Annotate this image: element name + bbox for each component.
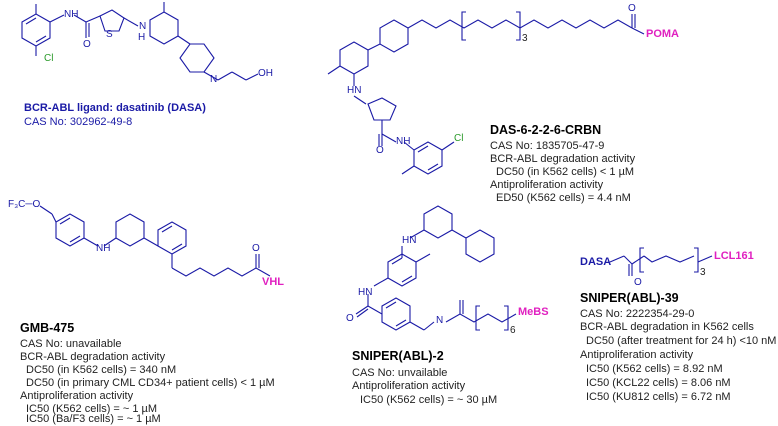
das6-structure bbox=[327, 11, 645, 175]
gmb-atom-o-top: O bbox=[252, 243, 260, 254]
gmb-ligand: VHL bbox=[262, 276, 284, 288]
das6-atom-o: O bbox=[628, 3, 636, 14]
das6-line-2: Antiproliferation activity bbox=[490, 179, 604, 191]
atom-n-pip: N bbox=[210, 74, 218, 85]
sn39-title: SNIPER(ABL)-39 bbox=[580, 291, 679, 305]
sn39-line-3: IC50 (K562 cells) = 8.92 nM bbox=[586, 363, 723, 375]
atom-nh: NH bbox=[64, 9, 79, 20]
sn39-line-2: Antiproliferation activity bbox=[580, 349, 694, 361]
sniper2-structure bbox=[355, 205, 517, 331]
atom-n: N bbox=[139, 21, 147, 32]
sn39-repeat: 3 bbox=[700, 267, 706, 278]
sn2-line-1: IC50 (K562 cells) = ~ 30 µM bbox=[360, 394, 498, 406]
das6-title: DAS-6-2-2-6-CRBN bbox=[490, 123, 602, 137]
gmb-title: GMB-475 bbox=[20, 321, 75, 335]
sn39-cas: CAS No: 2222354-29-0 bbox=[580, 308, 695, 320]
sniper39-structure bbox=[609, 247, 713, 276]
das6-cas: CAS No: 1835705-47-9 bbox=[490, 140, 605, 152]
das6-atom-nh: NH bbox=[396, 136, 411, 147]
gmb-line-3: Antiproliferation activity bbox=[20, 390, 134, 402]
atom-oh: OH bbox=[258, 68, 273, 79]
sn39-line-5: IC50 (KU812 cells) = 6.72 nM bbox=[586, 391, 731, 403]
atom-h: H bbox=[138, 32, 146, 43]
sn2-atom-n: N bbox=[436, 315, 444, 326]
sn2-ligand: MeBS bbox=[518, 306, 549, 318]
gmb-atom-f3c: F₃C─O bbox=[8, 199, 41, 210]
das6-line-1: DC50 (in K562 cells) < 1 µM bbox=[496, 166, 635, 178]
sn2-cas: CAS No: unvailable bbox=[352, 367, 448, 379]
dasa-cas: CAS No: 302962-49-8 bbox=[24, 116, 133, 128]
das6-ligand: POMA bbox=[646, 28, 679, 40]
das6-line-0: BCR-ABL degradation activity bbox=[490, 153, 636, 165]
gmb-line-2: DC50 (in primary CML CD34+ patient cells… bbox=[26, 377, 275, 389]
das6-repeat: 3 bbox=[522, 33, 528, 44]
das6-atom-hn: HN bbox=[347, 85, 362, 96]
gmb-line-4: IC50 (K562 cells) = ~ 1 µM bbox=[26, 403, 158, 415]
atom-cl: Cl bbox=[44, 53, 54, 64]
sn2-title: SNIPER(ABL)-2 bbox=[352, 349, 444, 363]
sn39-ligand: LCL161 bbox=[714, 250, 754, 262]
sn39-atom-o: O bbox=[634, 277, 642, 288]
sn2-atom-hn2: HN bbox=[358, 287, 373, 298]
gmb-line-1: DC50 (in K562 cells) = 340 nM bbox=[26, 364, 177, 376]
gmb-cas: CAS No: unavailable bbox=[20, 338, 122, 350]
gmb-line-0: BCR-ABL degradation activity bbox=[20, 351, 166, 363]
gmb-atom-nh: NH bbox=[96, 243, 111, 254]
das6-atom-cl: Cl bbox=[454, 133, 464, 144]
gmb475-structure bbox=[39, 205, 271, 277]
sn39-line-1: DC50 (after treatment for 24 h) <10 nM bbox=[586, 335, 777, 347]
sn2-atom-o: O bbox=[346, 313, 354, 324]
sn2-repeat: 6 bbox=[510, 325, 516, 336]
dasa-name: BCR-ABL ligand: dasatinib (DASA) bbox=[24, 102, 206, 114]
sn39-dasa-tag: DASA bbox=[580, 256, 612, 268]
sn2-line-0: Antiproliferation activity bbox=[352, 380, 466, 392]
sn39-line-4: IC50 (KCL22 cells) = 8.06 nM bbox=[586, 377, 731, 389]
atom-o: O bbox=[83, 39, 91, 50]
dasatinib-structure bbox=[21, 2, 259, 81]
das6-line-3: ED50 (K562 cells) = 4.4 nM bbox=[496, 192, 631, 204]
atom-s: S bbox=[106, 29, 113, 40]
sn39-line-0: BCR-ABL degradation in K562 cells bbox=[580, 321, 754, 333]
gmb-line-5: IC50 (Ba/F3 cells) = ~ 1 µM bbox=[26, 413, 161, 425]
sn2-atom-hn: HN bbox=[402, 235, 417, 246]
das6-atom-o2: O bbox=[376, 145, 384, 156]
